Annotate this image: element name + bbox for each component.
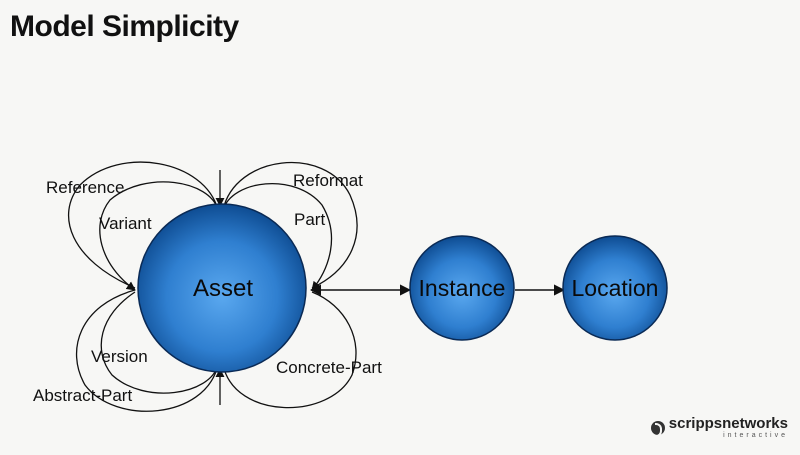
logo-subtitle: interactive <box>723 432 788 439</box>
instance-node <box>409 235 515 341</box>
asset-label: Asset <box>193 275 253 302</box>
location-label: Location <box>572 275 659 301</box>
slide-title: Model Simplicity <box>10 10 239 43</box>
part-loop <box>222 183 333 291</box>
reformat-label: Reformat <box>293 171 363 190</box>
asset-node <box>137 203 307 373</box>
reference-loop <box>67 161 219 289</box>
version-label: Version <box>91 347 148 366</box>
company-logo: scrippsnetworks interactive <box>650 415 788 439</box>
abstract-part-label: Abstract-Part <box>33 386 132 405</box>
concrete-part-label: Concrete-Part <box>276 358 382 377</box>
reference-label: Reference <box>46 178 124 197</box>
logo-icon <box>650 420 665 437</box>
reformat-loop <box>222 162 358 289</box>
location-node <box>562 235 668 341</box>
instance-label: Instance <box>419 275 506 301</box>
part-label: Part <box>294 210 325 229</box>
self-loops-top <box>67 161 358 291</box>
variant-loop <box>99 181 219 291</box>
logo-brand: scrippsnetworks <box>668 415 788 432</box>
version-loop <box>100 291 219 394</box>
self-loops-bottom <box>75 289 357 412</box>
variant-label: Variant <box>99 214 152 233</box>
abstract-part-loop <box>75 289 219 412</box>
concrete-part-loop <box>222 291 357 409</box>
